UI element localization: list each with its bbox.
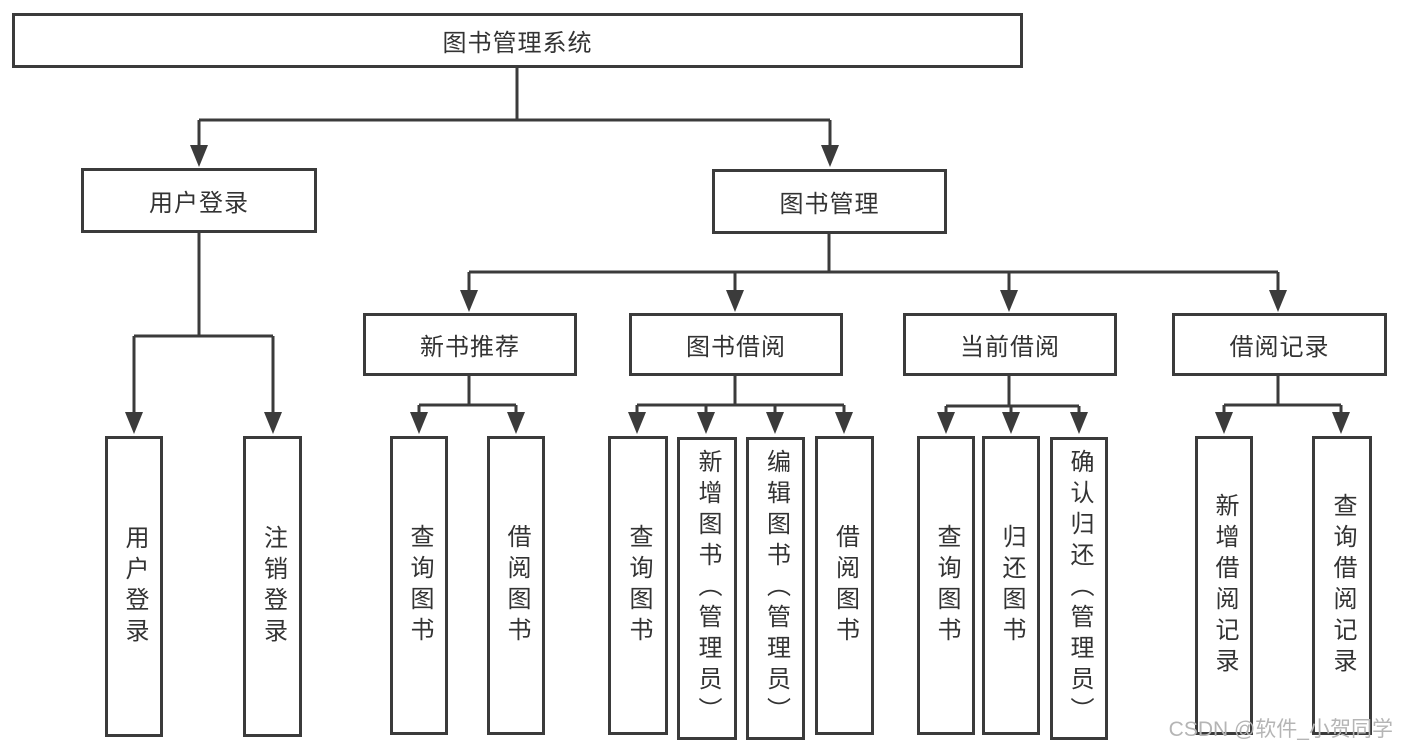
leaf-label: 编辑图书（管理员） xyxy=(762,449,790,728)
node-label: 新书推荐 xyxy=(420,334,520,361)
leaf-return-books: 归还图书 xyxy=(982,436,1040,735)
leaf-label: 归还图书 xyxy=(998,523,1025,648)
leaf-query-borrow-record: 查询借阅记录 xyxy=(1312,436,1372,735)
leaf-label: 确认归还（管理员） xyxy=(1066,449,1093,728)
leaf-query-books: 查询图书 xyxy=(917,436,975,735)
node-label: 图书借阅 xyxy=(686,334,786,361)
leaf-label: 查询图书 xyxy=(625,523,652,648)
node-new-book-recommendation: 新书推荐 xyxy=(363,313,577,376)
leaf-label: 查询图书 xyxy=(406,523,433,648)
node-label: 用户登录 xyxy=(149,190,249,217)
node-borrowing-records: 借阅记录 xyxy=(1172,313,1387,376)
leaf-label: 借阅图书 xyxy=(503,523,530,648)
leaf-label: 借阅图书 xyxy=(831,523,859,648)
node-label: 借阅记录 xyxy=(1229,334,1330,361)
leaf-query-books: 查询图书 xyxy=(608,436,668,735)
leaf-add-books-admin: 新增图书（管理员） xyxy=(677,437,737,740)
node-book-management: 图书管理 xyxy=(712,169,947,234)
arrowhead-icons xyxy=(125,145,1350,434)
leaf-confirm-return-admin: 确认归还（管理员） xyxy=(1050,437,1108,740)
leaf-user-login: 用户登录 xyxy=(105,436,163,737)
leaf-label: 查询借阅记录 xyxy=(1329,492,1356,679)
node-book-borrowing: 图书借阅 xyxy=(629,313,843,376)
leaf-logout: 注销登录 xyxy=(243,436,302,737)
leaf-label: 查询图书 xyxy=(933,523,960,648)
watermark: CSDN @软件_小贺同学 xyxy=(1168,718,1393,741)
node-user-login: 用户登录 xyxy=(81,168,317,233)
leaf-edit-books-admin: 编辑图书（管理员） xyxy=(746,437,805,740)
node-label: 图书管理 xyxy=(779,191,880,218)
leaf-label: 新增借阅记录 xyxy=(1211,492,1238,679)
leaf-borrow-books: 借阅图书 xyxy=(487,436,545,735)
node-current-borrowing: 当前借阅 xyxy=(903,313,1117,376)
leaf-borrow-books: 借阅图书 xyxy=(815,436,874,735)
node-label: 图书管理系统 xyxy=(442,30,593,57)
leaf-label: 新增图书（管理员） xyxy=(694,449,721,728)
leaf-label: 注销登录 xyxy=(259,524,287,649)
leaf-label: 用户登录 xyxy=(121,524,148,649)
leaf-query-books: 查询图书 xyxy=(390,436,448,735)
leaf-add-borrow-record: 新增借阅记录 xyxy=(1195,436,1253,735)
node-library-management-system: 图书管理系统 xyxy=(12,13,1023,68)
node-label: 当前借阅 xyxy=(960,334,1060,361)
